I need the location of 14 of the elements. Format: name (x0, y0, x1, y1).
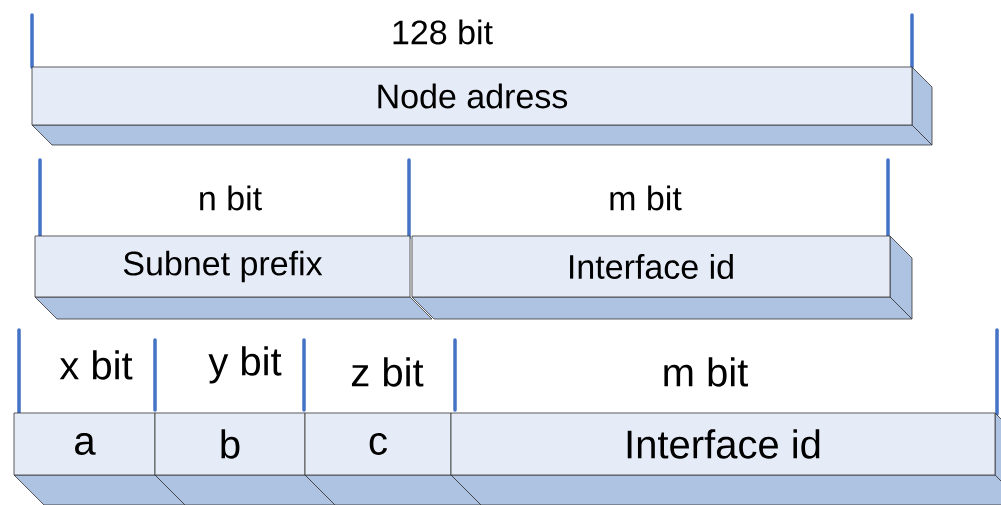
bit-width-label: m bit (664, 357, 748, 387)
bit-width-label: z bit (351, 357, 424, 387)
bit-width-label: m bit (610, 185, 682, 211)
field-box: Subnet prefix (34, 235, 433, 320)
field-box: Interface id (450, 412, 1001, 505)
field-box: Node adress (31, 66, 933, 146)
field-box: Interface id (411, 235, 913, 320)
field-box: c (304, 412, 482, 505)
field-box: a (13, 412, 186, 505)
bit-width-label: 128 bit (393, 19, 493, 45)
bit-width-label: y bit (208, 346, 282, 384)
field-box: b (154, 412, 336, 505)
bit-width-label: x bit (59, 350, 133, 380)
bit-width-label: n bit (200, 185, 262, 211)
